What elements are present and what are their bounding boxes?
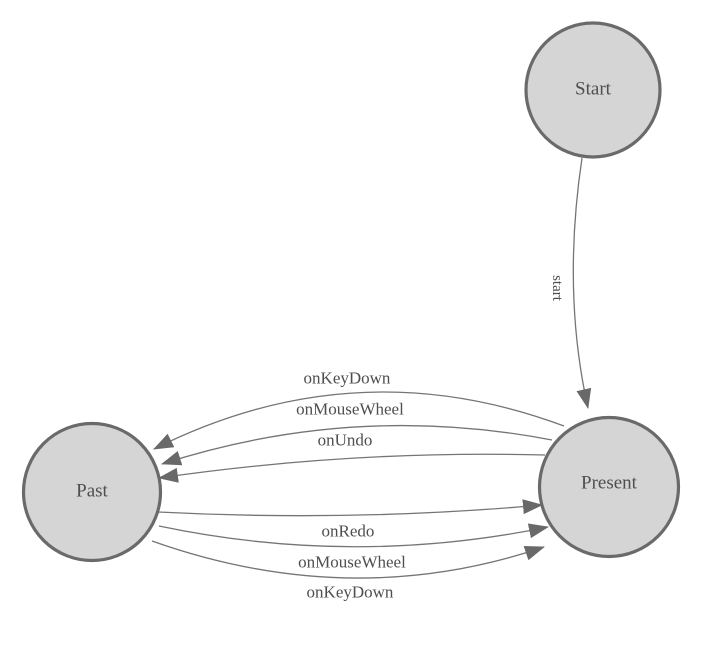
edge-label-start: start xyxy=(549,275,565,302)
state-label-past: Past xyxy=(76,481,108,502)
edge-line[interactable] xyxy=(572,157,592,409)
state-label-present: Present xyxy=(581,473,638,494)
edge-start-to-present: start xyxy=(549,157,592,409)
state-circle-past[interactable] xyxy=(21,421,163,563)
edge-label-onundo: onUndo xyxy=(318,431,373,450)
state-node-past[interactable]: Past xyxy=(21,421,163,563)
edge-label-onmousewheel-2: onMouseWheel xyxy=(298,553,406,572)
edge-past-to-present-onmousewheel: onMouseWheel xyxy=(158,523,549,572)
edge-label-onredo: onRedo xyxy=(322,522,375,541)
state-node-start[interactable]: Start xyxy=(524,21,662,159)
edge-present-to-past-onmousewheel: onMouseWheel xyxy=(161,400,553,466)
edge-present-to-past-onundo: onUndo xyxy=(158,431,546,483)
edge-label-onkeydown-2: onKeyDown xyxy=(307,583,394,602)
state-node-present[interactable]: Present xyxy=(537,415,681,559)
edge-line[interactable] xyxy=(151,540,545,579)
edge-past-to-present-onkeydown: onKeyDown xyxy=(151,540,545,602)
edge-line[interactable] xyxy=(158,453,546,483)
edge-line[interactable] xyxy=(158,523,549,548)
edge-present-to-past-onkeydown: onKeyDown xyxy=(153,369,565,450)
state-circle-start[interactable] xyxy=(524,21,662,159)
state-circle-present[interactable] xyxy=(537,415,681,559)
edge-line[interactable] xyxy=(161,424,553,466)
edge-past-to-present-onredo: onRedo xyxy=(157,499,543,541)
edge-line[interactable] xyxy=(157,499,543,517)
edge-label-onkeydown: onKeyDown xyxy=(304,369,391,388)
state-label-start: Start xyxy=(575,79,612,100)
edge-line[interactable] xyxy=(153,391,565,450)
edge-label-onmousewheel: onMouseWheel xyxy=(296,400,404,419)
